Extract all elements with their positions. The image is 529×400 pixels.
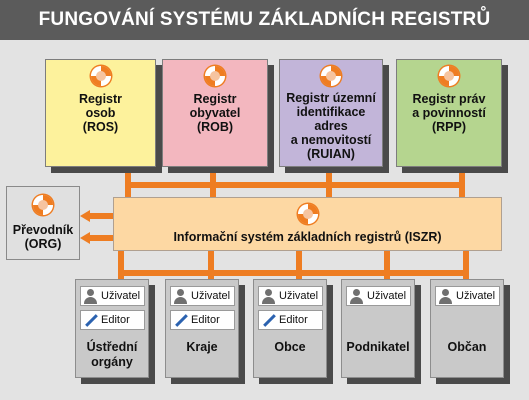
editor-role-row: Editor <box>80 310 145 330</box>
user-box-name: Ústřední orgány <box>76 340 148 370</box>
register-label-line: osob <box>85 106 116 120</box>
registry-logo-icon <box>205 66 225 86</box>
user-icon <box>347 287 367 305</box>
arrow-to-prevodnik-bottom <box>80 232 90 244</box>
register-label-line: Registr <box>193 92 237 106</box>
user-role-row: Uživatel <box>346 286 411 306</box>
register-rpp: Registr práv a povinností (RPP) <box>396 59 502 167</box>
connector-iszr-down-1 <box>118 251 124 279</box>
register-ros: Registr osob (ROS) <box>45 59 156 167</box>
registry-logo-icon <box>297 204 318 224</box>
registry-logo-icon <box>321 66 341 86</box>
connector-prevodnik-top <box>88 213 113 219</box>
connector-ruian <box>326 166 332 197</box>
connector-rob <box>210 166 216 197</box>
registry-logo-icon <box>439 66 459 86</box>
connector-prevodnik-bottom <box>88 235 113 241</box>
user-box-kraje: Uživatel Editor Kraje <box>165 279 239 378</box>
user-box-name: Obce <box>274 340 306 354</box>
user-box-name: Občan <box>447 340 487 354</box>
register-label-line: Registr <box>78 92 123 106</box>
user-role-row: Uživatel <box>435 286 500 306</box>
user-box-obcan: Uživatel Občan <box>430 279 504 378</box>
connector-iszr-down-5 <box>463 251 469 279</box>
prevodnik-label-line: Převodník <box>12 223 74 237</box>
user-box-name-line: orgány <box>91 355 133 369</box>
user-box-obce: Uživatel Editor Obce <box>253 279 327 378</box>
iszr-label: Informační systém základních registrů (I… <box>173 230 442 244</box>
connector-iszr-down-2 <box>208 251 214 279</box>
user-role-label: Uživatel <box>101 290 141 302</box>
register-abbreviation: (ROB) <box>196 120 234 134</box>
connector-ros <box>125 166 131 197</box>
prevodnik-label-line: (ORG) <box>24 237 62 251</box>
editor-role-label: Editor <box>101 314 130 326</box>
diagram-title: FUNGOVÁNÍ SYSTÉMU ZÁKLADNÍCH REGISTRŮ <box>0 0 529 40</box>
register-ruian: Registr územní identifikace adres a nemo… <box>279 59 383 167</box>
user-icon <box>259 287 279 305</box>
register-label-line: Registr územní <box>286 91 376 105</box>
user-box-name: Kraje <box>186 340 218 354</box>
editor-role-row: Editor <box>170 310 235 330</box>
register-label-line: adres <box>314 119 348 133</box>
prevodnik-box: Převodník (ORG) <box>6 186 80 260</box>
user-box-ustredni-organy: Uživatel Editor Ústřední orgány <box>75 279 149 378</box>
register-abbreviation: (RUIAN) <box>307 147 355 161</box>
user-role-label: Uživatel <box>279 290 319 302</box>
user-role-label: Uživatel <box>191 290 231 302</box>
connector-bus-top <box>125 182 459 188</box>
pen-icon <box>171 311 191 329</box>
registry-logo-icon <box>33 195 53 215</box>
arrow-to-prevodnik-top <box>80 210 90 222</box>
register-label-line: Registr práv <box>412 92 486 106</box>
connector-bus-bottom <box>118 270 469 276</box>
connector-iszr-down-3 <box>296 251 302 279</box>
user-role-label: Uživatel <box>367 290 407 302</box>
register-label-line: identifikace <box>296 105 366 119</box>
user-icon <box>81 287 101 305</box>
iszr-box: Informační systém základních registrů (I… <box>113 197 502 251</box>
user-box-name: Podnikatel <box>346 340 410 354</box>
editor-role-row: Editor <box>258 310 323 330</box>
user-role-row: Uživatel <box>80 286 145 306</box>
user-role-label: Uživatel <box>456 290 496 302</box>
register-label-line: obyvatel <box>189 106 241 120</box>
register-label-line: a nemovitostí <box>290 133 372 147</box>
user-role-row: Uživatel <box>170 286 235 306</box>
editor-role-label: Editor <box>191 314 220 326</box>
user-icon <box>436 287 456 305</box>
user-icon <box>171 287 191 305</box>
user-box-name-line: Ústřední <box>86 340 138 354</box>
connector-iszr-down-4 <box>384 251 390 279</box>
user-role-row: Uživatel <box>258 286 323 306</box>
register-rob: Registr obyvatel (ROB) <box>162 59 268 167</box>
register-label-line: a povinností <box>412 106 486 120</box>
user-box-podnikatel: Uživatel Podnikatel <box>341 279 415 378</box>
register-abbreviation: (ROS) <box>82 120 119 134</box>
pen-icon <box>259 311 279 329</box>
pen-icon <box>81 311 101 329</box>
editor-role-label: Editor <box>279 314 308 326</box>
registry-logo-icon <box>90 66 111 86</box>
connector-rpp <box>459 166 465 197</box>
register-abbreviation: (RPP) <box>431 120 467 134</box>
